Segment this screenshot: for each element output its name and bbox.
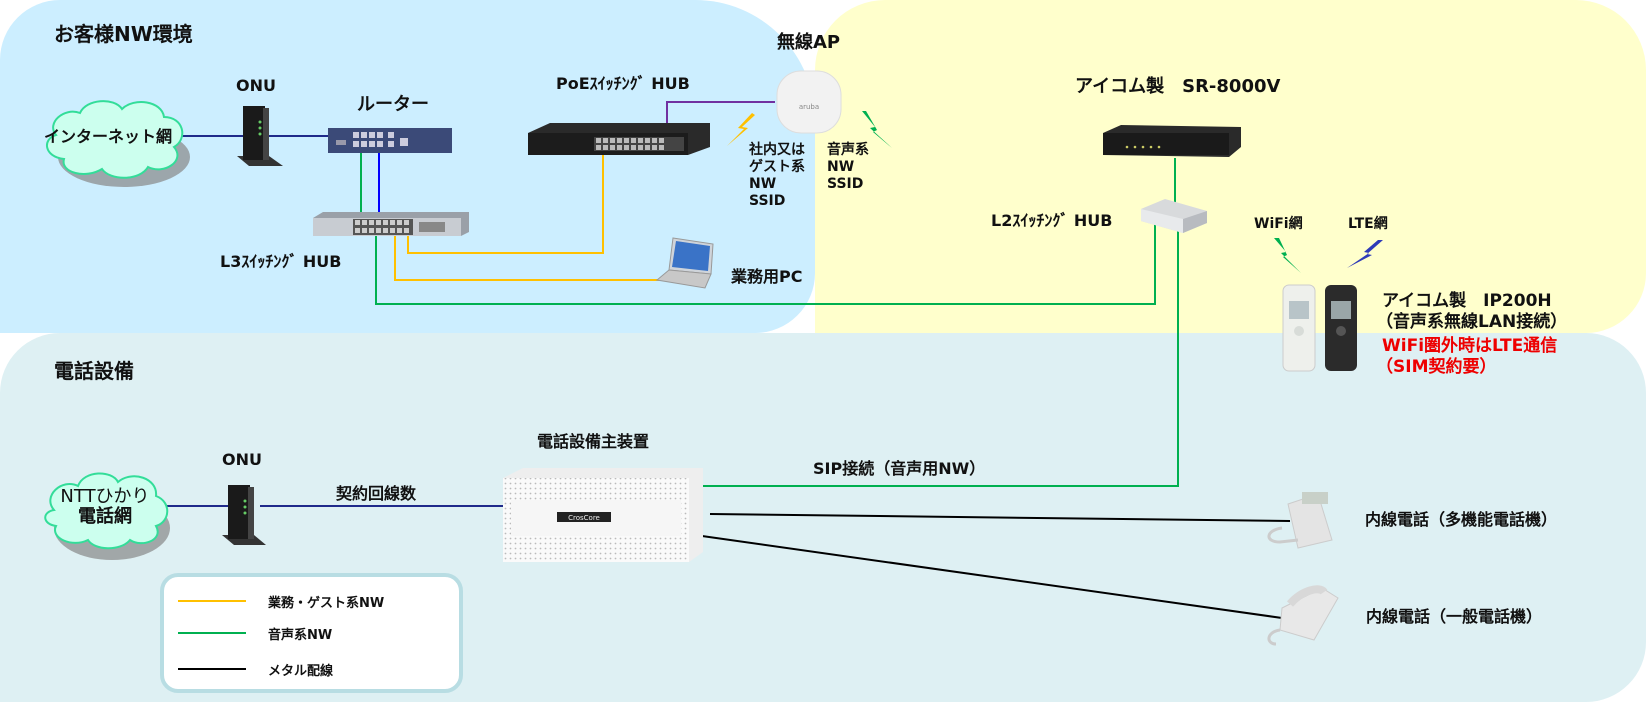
internet-cloud-label: インターネット網 [43, 127, 172, 146]
wire-pbx-multi-phone [709, 513, 1291, 522]
ip200h-sim-note: （SIM契約要） [1376, 357, 1497, 377]
ntt-cloud-label-line1: NTTひかり [60, 486, 150, 507]
contract-lines-label: 契約回線数 [336, 484, 417, 503]
laptop-icon [655, 237, 714, 289]
legend-label: メタル配線 [268, 663, 334, 679]
ntt-cloud-label-line2: 電話網 [78, 506, 132, 527]
legend: 業務・ゲスト系NW 音声系NW メタル配線 [160, 573, 463, 693]
customer-network-title: お客様NW環境 [54, 22, 193, 46]
lte-signal-icon [1347, 240, 1383, 268]
ntt-cloud-icon [44, 472, 170, 560]
internet-cloud-icon [46, 100, 190, 187]
legend-swatch [178, 632, 246, 634]
multi-function-phone-icon [1267, 492, 1333, 549]
office-ssid-line: ゲスト系 [749, 159, 805, 175]
legend-swatch [178, 600, 246, 602]
router-icon [328, 128, 452, 153]
l2-switch-icon [1141, 199, 1207, 233]
wire-pbx-basic-phone [701, 535, 1283, 619]
pbx-brand: CrosCore [568, 514, 600, 522]
wireless-ap-icon: aruba [776, 70, 842, 134]
basic-phone-icon [1267, 585, 1339, 646]
wire-l3-l2 [375, 223, 1156, 305]
svg-text:aruba: aruba [799, 103, 819, 111]
phone-equipment-title: 電話設備 [54, 359, 134, 383]
pbx-label: 電話設備主装置 [537, 432, 650, 451]
ip200h-model-label: アイコム製 IP200H [1382, 291, 1552, 311]
wire-l3-pc [394, 225, 672, 281]
l3-switch-icon [313, 212, 469, 236]
office-ssid-label: 社内又は ゲスト系 NW SSID [749, 142, 805, 210]
wireless-signal-yellow-icon [727, 113, 755, 146]
basic-phone-label: 内線電話（一般電話機） [1366, 607, 1543, 626]
onu-top-icon [237, 106, 283, 166]
office-ssid-line: SSID [749, 193, 786, 209]
router-label: ルーター [357, 94, 429, 115]
onu-bottom-label: ONU [222, 450, 262, 469]
ip200h-handsets-icon [1282, 284, 1357, 372]
pbx-icon: CrosCore [503, 468, 703, 562]
poe-switch-icon [528, 123, 710, 155]
lte-network-label: LTE網 [1348, 216, 1388, 232]
ip200h-connection-label: （音声系無線LAN接続） [1376, 312, 1568, 332]
wire-l3-poe [407, 152, 604, 254]
poe-switch-label: PoEｽｲｯﾁﾝｸﾞ HUB [556, 74, 690, 93]
voice-ssid-label: 音声系 NW SSID [827, 142, 869, 193]
legend-swatch [178, 668, 246, 670]
legend-item-metal: メタル配線 [178, 659, 333, 679]
wire-l2-pbx-sip [700, 228, 1179, 487]
voice-ssid-line: SSID [827, 176, 864, 192]
onu-bottom-icon [222, 485, 266, 545]
sr8000v-label: アイコム製 SR-8000V [1075, 76, 1281, 97]
sip-connection-label: SIP接続（音声用NW） [813, 459, 986, 478]
office-ssid-line: NW [749, 176, 777, 192]
l2-switch-label: L2ｽｲｯﾁﾝｸﾞ HUB [991, 211, 1113, 230]
legend-label: 業務・ゲスト系NW [268, 595, 385, 611]
multi-function-phone-label: 内線電話（多機能電話機） [1365, 510, 1558, 529]
onu-top-label: ONU [236, 76, 276, 95]
voice-network-region [815, 0, 1646, 333]
sr8000v-icon [1103, 125, 1241, 157]
legend-item-office-nw: 業務・ゲスト系NW [178, 591, 384, 611]
voice-ssid-line: NW [827, 159, 855, 175]
legend-label: 音声系NW [268, 627, 333, 643]
l3-switch-label: L3ｽｲｯﾁﾝｸﾞ HUB [220, 252, 342, 271]
office-ssid-line: 社内又は [749, 142, 805, 158]
voice-ssid-line: 音声系 [827, 142, 869, 158]
wifi-network-label: WiFi網 [1254, 216, 1303, 232]
legend-item-voice-nw: 音声系NW [178, 623, 332, 643]
wireless-ap-label: 無線AP [777, 32, 841, 53]
pc-label: 業務用PC [731, 267, 803, 286]
ip200h-lte-note: WiFi圏外時はLTE通信 [1382, 336, 1558, 356]
ntt-cloud-label: NTTひかり 電話網 [42, 487, 168, 527]
wifi-signal-icon [1274, 238, 1301, 273]
